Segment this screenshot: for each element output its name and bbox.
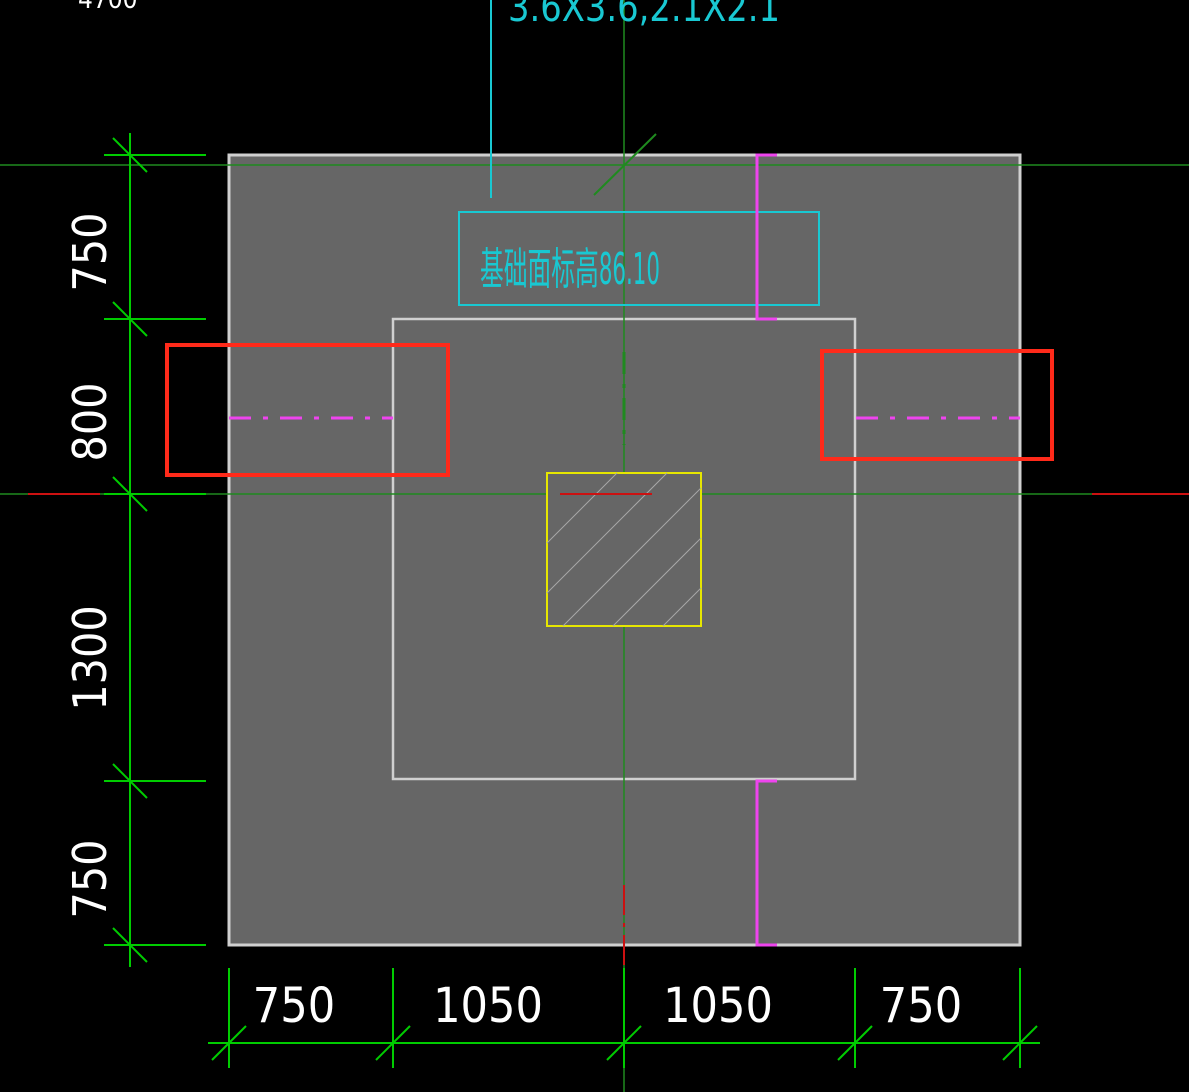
horizontal-dimension-chain — [208, 968, 1040, 1068]
section-mark-top[interactable] — [755, 153, 777, 321]
dimension-horizontal-3: 1050 — [663, 978, 773, 1034]
axis-diagonal-tick — [593, 133, 657, 196]
highlight-box-left[interactable] — [165, 343, 450, 477]
vertical-dimension-chain — [104, 133, 206, 967]
footing-spec-label: 3.6X3.6,2.1X2.1 — [508, 0, 780, 31]
dimension-horizontal-2: 1050 — [433, 978, 543, 1034]
dimension-vertical-3: 1300 — [63, 605, 117, 710]
dimension-vertical-1: 750 — [63, 213, 117, 292]
elevation-label: 基础面标高86.10 — [480, 244, 660, 295]
column-section[interactable] — [546, 472, 702, 627]
highlight-box-right[interactable] — [820, 349, 1054, 461]
dimension-horizontal-1: 750 — [253, 978, 335, 1034]
dimension-vertical-2: 800 — [63, 383, 117, 462]
top-left-dimension-label: 4700 — [78, 0, 138, 15]
dimension-horizontal-4: 750 — [880, 978, 962, 1034]
dimension-vertical-4: 750 — [63, 840, 117, 919]
section-mark-bottom[interactable] — [755, 779, 777, 947]
elevation-label-box[interactable] — [458, 211, 820, 306]
